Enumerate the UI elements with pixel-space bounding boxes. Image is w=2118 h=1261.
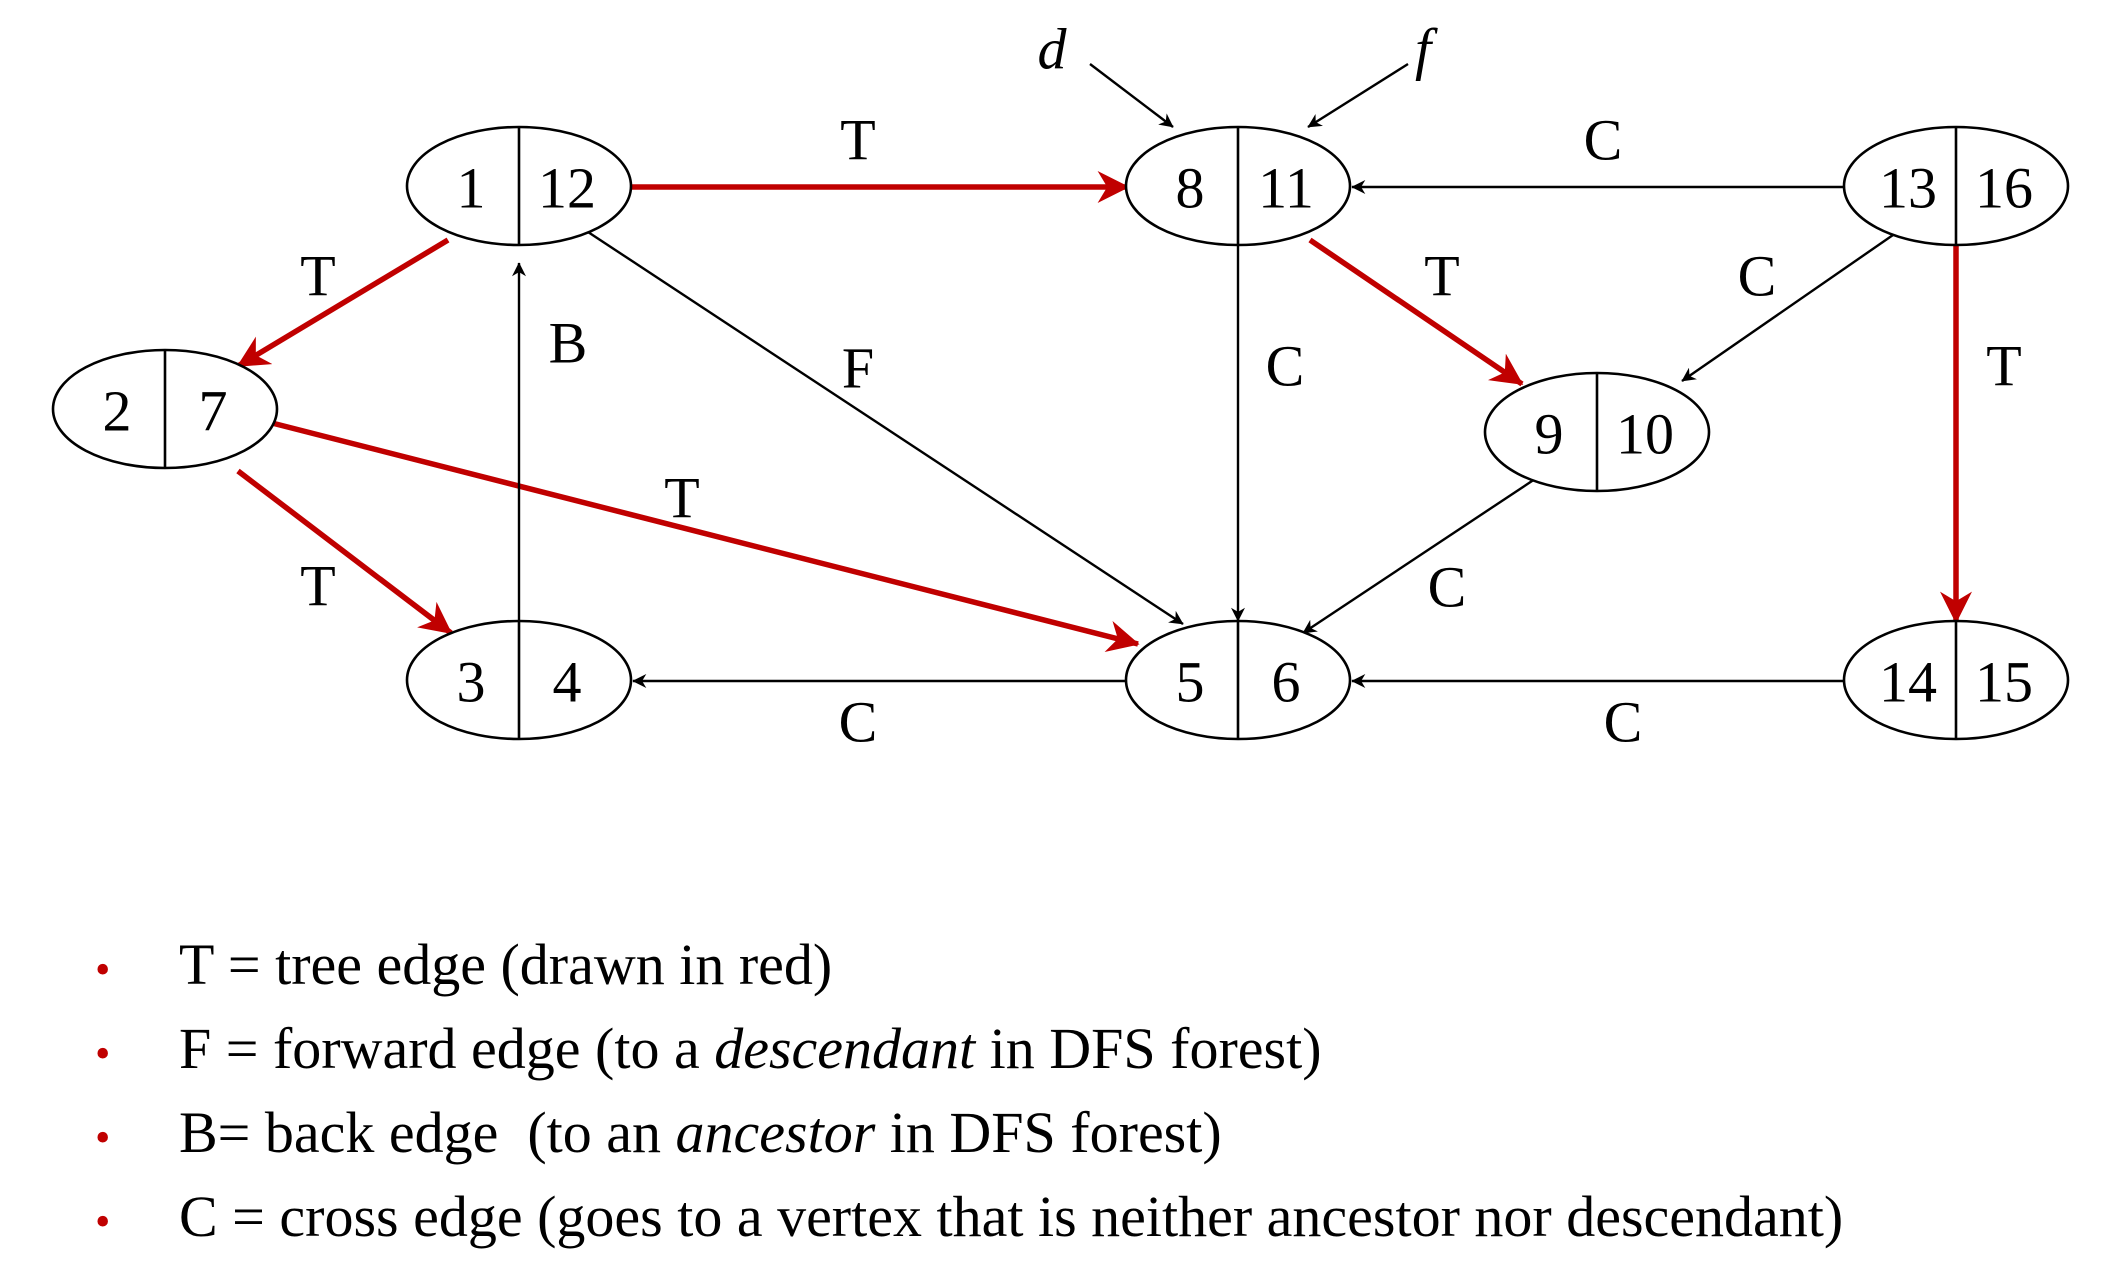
tree-edge-8-to-9 [1308,237,1524,387]
edge-label-8-to-9: T [1424,244,1459,309]
discovery-time: 14 [1879,650,1937,715]
vertex-8: 8 11 [1124,125,1352,247]
legend-text: C = cross edge (goes to a vertex that is… [179,1184,1844,1249]
edge-label-1-to-2: T [300,244,335,309]
legend-text: T = tree edge (drawn in red) [179,932,833,997]
legend-item-T: • T = tree edge (drawn in red) [95,925,1843,1009]
edge-label-5-to-3: C [839,690,878,755]
finish-time: 11 [1258,156,1314,221]
tree-edge-2-to-5 [271,420,1140,652]
edge-type-legend: • T = tree edge (drawn in red) • F = for… [95,925,1843,1261]
legend-text-end: in DFS forest) [875,1100,1222,1165]
discovery-time: 8 [1176,156,1205,221]
discovery-time: 13 [1879,156,1937,221]
discovery-time: 5 [1176,650,1205,715]
tree-edge-2-to-3 [236,468,453,636]
legend-item-B: • B= back edge (to an ancestor in DFS fo… [95,1093,1843,1177]
vertex-1: 1 12 [405,125,633,247]
bullet-icon: • [95,1197,111,1246]
cross-edge-9-to-5 [1302,478,1536,634]
finish-time: 10 [1616,402,1674,467]
edge-label-2-to-3: T [300,554,335,619]
edge-label-9-to-5: C [1428,555,1467,620]
finish-time: 15 [1975,650,2033,715]
edges-layer [236,171,1972,737]
discovery-time: 3 [457,650,486,715]
finish-time: 16 [1975,156,2033,221]
edge-label-3-to-1: B [549,311,588,376]
forward-edge-1-to-5 [587,230,1184,626]
legend-item-F: • F = forward edge (to a descendant in D… [95,1009,1843,1093]
legend-item-C: • C = cross edge (goes to a vertex that … [95,1177,1843,1261]
cross-edge-13-to-9 [1681,234,1894,382]
edge-label-13-to-9: C [1738,244,1777,309]
legend-emphasis: descendant [714,1016,976,1081]
bullet-icon: • [95,1113,111,1162]
legend-emphasis: ancestor [675,1100,876,1165]
edge-label-13-to-14: T [1986,334,2021,399]
vertex-9: 9 10 [1483,371,1711,493]
legend-text-end: in DFS forest) [975,1016,1322,1081]
finish-time-pointer-arrow [1307,62,1409,129]
tree-edge-1-to-2 [236,237,450,369]
finish-time: 4 [553,650,582,715]
legend-text: F = forward edge (to a [179,1016,715,1081]
edge-label-1-to-5: F [842,336,874,401]
edge-label-1-to-8: T [840,108,875,173]
vertex-14: 14 15 [1842,619,2070,741]
bullet-icon: • [95,945,111,994]
vertex-13: 13 16 [1842,125,2070,247]
discovery-time-pointer-arrow [1089,63,1174,128]
edge-labels-layer: T T T T T T B F C C C C C C [300,108,2021,755]
finish-time: 7 [199,379,228,444]
edge-label-14-to-5: C [1604,690,1643,755]
finish-time: 12 [538,156,596,221]
finish-time: 6 [1272,650,1301,715]
discovery-time-pointer-label: d [1038,17,1068,82]
edge-label-2-to-5: T [664,466,699,531]
edge-label-13-to-8: C [1584,108,1623,173]
discovery-time: 2 [103,379,132,444]
discovery-time: 9 [1535,402,1564,467]
edge-label-8-to-5: C [1266,334,1305,399]
finish-time-pointer-label: f [1415,17,1438,82]
bullet-icon: • [95,1029,111,1078]
legend-text: B= back edge (to an [179,1100,676,1165]
discovery-time: 1 [457,156,486,221]
